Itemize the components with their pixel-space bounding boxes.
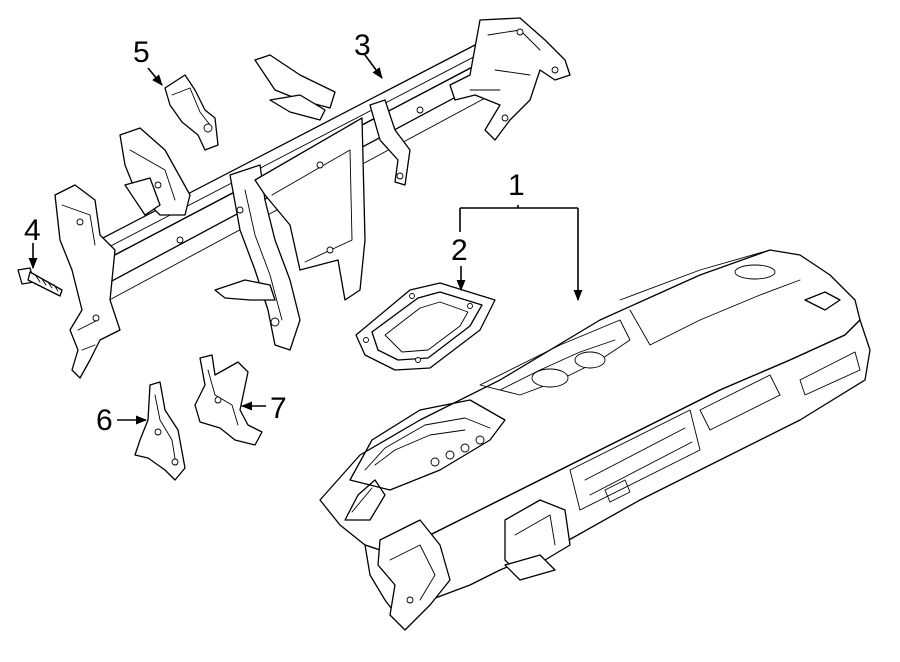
cross-car-beam-part [54, 17, 571, 379]
bracket-part-5 [164, 74, 219, 151]
bezel-part-2 [355, 282, 496, 371]
callout-2: 2 [451, 234, 468, 267]
callout-6: 6 [96, 404, 113, 437]
instrument-panel-part-1 [319, 249, 871, 631]
bracket-part-6 [134, 381, 186, 481]
callout-7: 7 [270, 392, 287, 425]
callout-3: 3 [354, 29, 371, 62]
callout-5: 5 [133, 36, 150, 69]
callout-1: 1 [508, 169, 525, 202]
leader-lines [28, 54, 583, 425]
bracket-part-7 [194, 354, 263, 446]
bolt-part-4 [17, 267, 63, 297]
callout-4: 4 [24, 214, 41, 247]
